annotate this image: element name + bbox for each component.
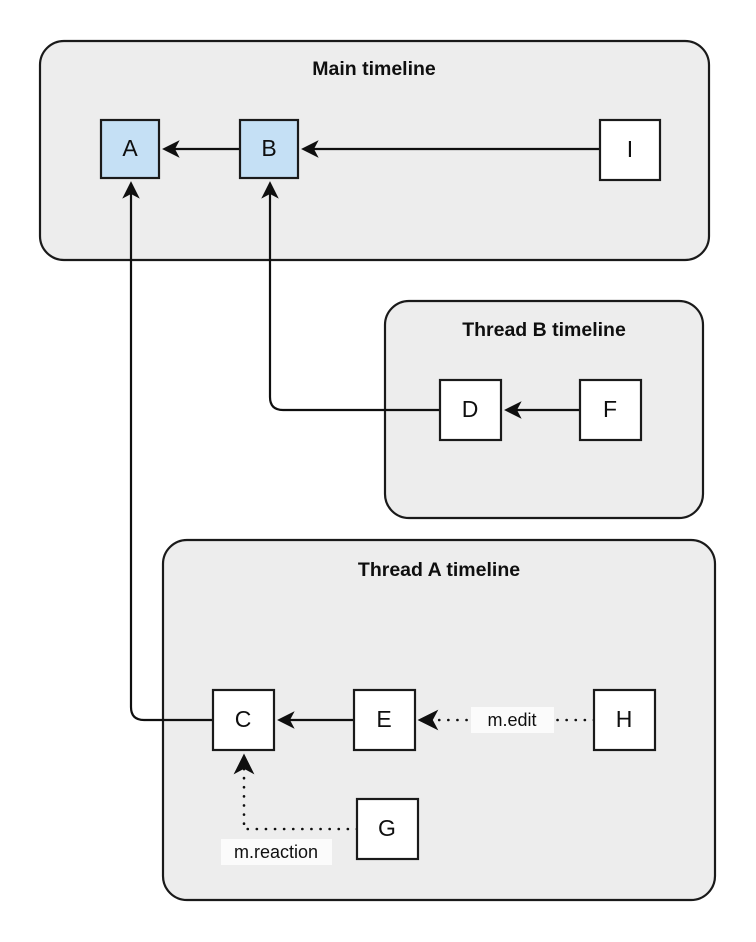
container-main-timeline-title: Main timeline <box>312 58 436 80</box>
node-group: A B I D F C E <box>99 118 662 861</box>
container-thread-b-timeline-title: Thread B timeline <box>462 319 626 341</box>
container-group: Main timeline Thread B timeline Thread A… <box>38 39 717 902</box>
node-f[interactable]: F <box>578 378 643 442</box>
node-a-label: A <box>122 135 138 161</box>
edge-d-to-b[interactable] <box>261 181 440 412</box>
edge-label-m-reaction: m.reaction <box>221 839 332 865</box>
node-g-rect <box>355 797 420 861</box>
container-main-timeline[interactable]: Main timeline <box>38 39 711 262</box>
node-d[interactable]: D <box>438 378 503 442</box>
node-a-rect <box>99 118 161 180</box>
node-f-label: F <box>603 396 617 422</box>
edge-label-m-edit-bg <box>471 707 554 733</box>
node-c[interactable]: C <box>211 688 276 752</box>
node-i-rect <box>598 118 662 182</box>
node-g-label: G <box>378 815 396 841</box>
node-e[interactable]: E <box>352 688 417 752</box>
node-i-label: I <box>627 136 633 162</box>
edge-c-to-a[interactable] <box>122 181 213 722</box>
node-f-rect <box>578 378 643 442</box>
node-h[interactable]: H <box>592 688 657 752</box>
edge-label-m-edit-text: m.edit <box>487 710 536 730</box>
container-thread-a-timeline-title: Thread A timeline <box>358 559 520 581</box>
node-c-label: C <box>235 706 252 732</box>
node-b[interactable]: B <box>238 118 300 180</box>
node-b-rect <box>238 118 300 180</box>
node-c-rect <box>211 688 276 752</box>
edge-label-m-reaction-text: m.reaction <box>234 842 318 862</box>
edge-label-m-edit: m.edit <box>471 707 554 733</box>
node-h-label: H <box>616 706 633 732</box>
edge-label-group: m.edit m.reaction <box>221 707 554 865</box>
node-i[interactable]: I <box>598 118 662 182</box>
node-a[interactable]: A <box>99 118 161 180</box>
edge-group <box>122 140 600 831</box>
node-e-rect <box>352 688 417 752</box>
node-e-label: E <box>376 706 391 732</box>
node-g[interactable]: G <box>355 797 420 861</box>
container-main-timeline-rect <box>38 39 711 262</box>
edge-g-to-c-m-reaction[interactable] <box>233 753 359 831</box>
node-b-label: B <box>261 135 276 161</box>
edge-label-m-reaction-bg <box>221 839 332 865</box>
node-h-rect <box>592 688 657 752</box>
node-d-rect <box>438 378 503 442</box>
node-d-label: D <box>462 396 479 422</box>
